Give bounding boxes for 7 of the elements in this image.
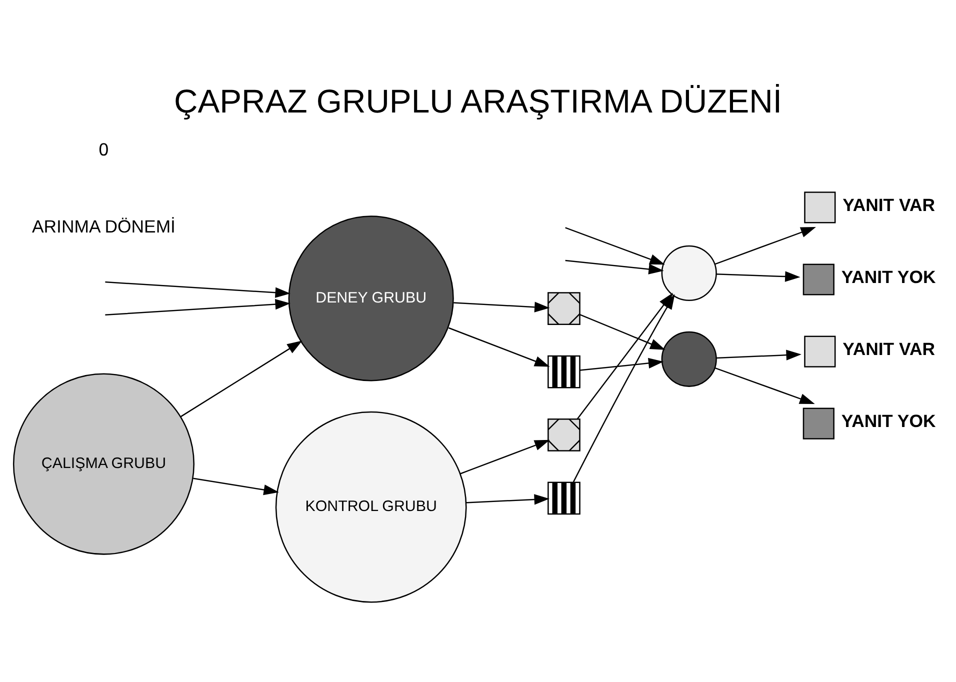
label: ARINMA DÖNEMİ — [32, 216, 176, 236]
node-label: YANIT VAR — [842, 338, 936, 358]
node-label: YANIT VAR — [842, 194, 936, 214]
node-label: YANIT YOK — [841, 266, 936, 286]
diagram-title: ÇAPRAZ GRUPLU ARAŞTIRMA DÜZENİ — [174, 82, 782, 119]
node-label: YANIT YOK — [841, 410, 936, 431]
label: 0 — [98, 138, 109, 159]
